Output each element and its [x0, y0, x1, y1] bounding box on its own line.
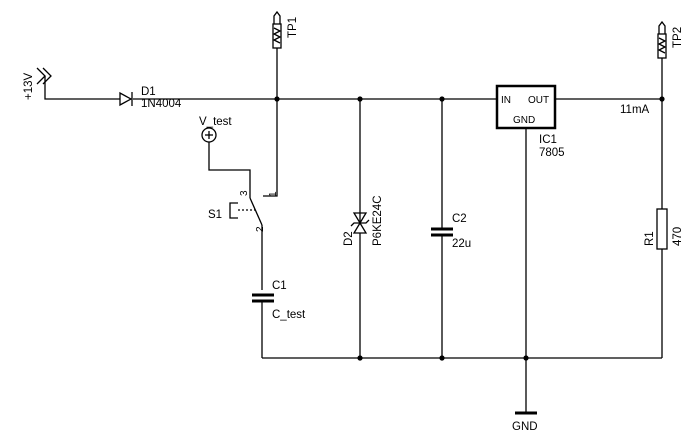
supply-label: +13V [23, 72, 35, 100]
capacitor-c2 [431, 99, 453, 358]
d2-value-label: P6KE24C [372, 195, 384, 246]
s1-pin1-label: 1 [268, 191, 279, 197]
d1-value-label: 1N4004 [141, 98, 182, 110]
s1-pin3-label: 3 [239, 190, 250, 196]
top-rail-wires [44, 76, 662, 100]
vtest-probe [201, 127, 251, 190]
c2-ref-label: C2 [452, 213, 467, 225]
junction-dots [274, 96, 665, 361]
ic1-value-label: 7805 [539, 147, 565, 159]
tvs-diode-d2 [350, 99, 370, 358]
test-point-tp2 [657, 20, 667, 99]
c1-ref-label: C1 [272, 280, 287, 292]
ground-label: GND [512, 421, 538, 433]
d1-ref-label: D1 [141, 86, 156, 98]
s1-pin2-label: 2 [255, 226, 266, 232]
resistor-r1 [656, 99, 668, 358]
diode-d1 [119, 91, 133, 107]
capacitor-c1 [252, 293, 274, 358]
switch-s1 [229, 99, 278, 290]
vtest-label: V_test [199, 116, 232, 128]
d2-ref-label: D2 [343, 231, 355, 246]
r1-value-label: 470 [672, 227, 684, 246]
ic1-ref-label: IC1 [539, 134, 557, 146]
r1-ref-label: R1 [644, 231, 656, 246]
supply-input-arrow [36, 67, 52, 85]
ic-gnd-pin-label: GND [513, 115, 535, 126]
regulator-ic1 [495, 84, 557, 412]
output-current-label: 11mA [620, 104, 650, 116]
tp1-label: TP1 [287, 17, 299, 38]
c1-value-label: C_test [272, 309, 306, 321]
ic-out-pin-label: OUT [528, 95, 549, 106]
test-point-tp1 [272, 10, 282, 99]
ic-in-pin-label: IN [501, 95, 511, 106]
tp2-label: TP2 [672, 27, 684, 48]
s1-ref-label: S1 [208, 209, 222, 221]
c2-value-label: 22u [452, 238, 471, 250]
